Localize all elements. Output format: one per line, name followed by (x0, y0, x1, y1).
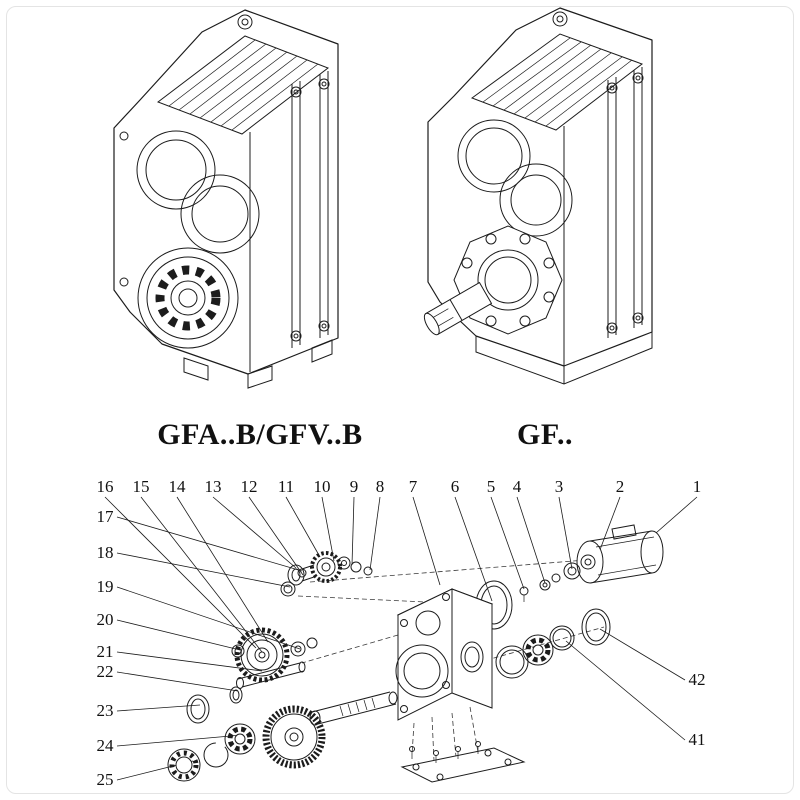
product-label-gf: GF.. (517, 418, 573, 451)
gearbox-drawing-gf (423, 7, 653, 385)
output-gear-part (262, 705, 326, 769)
output-rings-parts (495, 608, 611, 679)
exploded-view-drawing: 16 15 14 13 12 11 10 9 8 7 6 5 4 3 2 1 1… (97, 477, 706, 789)
side-rib-strips (119, 71, 330, 372)
part-number-24: 24 (97, 736, 115, 755)
part-number-9: 9 (350, 477, 359, 496)
part-number-12: 12 (241, 477, 258, 496)
splined-shaft-part (309, 691, 398, 726)
part-number-15: 15 (133, 477, 150, 496)
part-number-4: 4 (513, 477, 522, 496)
output-flange (453, 225, 563, 335)
leader-lines (104, 496, 698, 781)
part-number-18: 18 (97, 543, 114, 562)
part-number-11: 11 (278, 477, 294, 496)
seal-bearing-parts (167, 694, 256, 782)
cooling-fins (156, 35, 330, 135)
base-skirt (475, 332, 653, 385)
cover-plate-part (400, 741, 526, 783)
housing-part-drawing (395, 588, 494, 721)
part-number-19: 19 (97, 577, 114, 596)
part-number-7: 7 (409, 477, 418, 496)
part-number-5: 5 (487, 477, 496, 496)
part-number-14: 14 (169, 477, 187, 496)
output-bearing (137, 247, 239, 349)
mounting-feet (183, 339, 333, 389)
intermediate-gear-parts (229, 627, 318, 704)
part-number-42: 42 (689, 670, 706, 689)
part-number-1: 1 (693, 477, 702, 496)
motor-part-drawing (576, 524, 664, 584)
part-number-6: 6 (451, 477, 460, 496)
part-number-25: 25 (97, 770, 114, 789)
motor-fastener-parts (519, 562, 581, 602)
part-number-22: 22 (97, 662, 114, 681)
input-shaft-parts (280, 551, 373, 597)
side-rib-strips (563, 67, 644, 366)
gearbox-drawing-gfa (113, 9, 339, 389)
part-number-callouts: 16 15 14 13 12 11 10 9 8 7 6 5 4 3 2 1 1… (97, 477, 706, 789)
part-number-20: 20 (97, 610, 114, 629)
page-border (6, 6, 794, 794)
input-bores (136, 130, 260, 254)
part-number-3: 3 (555, 477, 564, 496)
product-label-gfa: GFA..B/GFV..B (157, 418, 363, 451)
output-shaft (423, 281, 493, 336)
eyebolt-hole (552, 11, 568, 27)
part-number-10: 10 (314, 477, 331, 496)
part-number-17: 17 (97, 507, 115, 526)
part-number-2: 2 (616, 477, 625, 496)
input-bores (457, 119, 573, 237)
eyebolt-hole (237, 14, 253, 30)
cooling-fins (470, 33, 644, 131)
part-number-23: 23 (97, 701, 114, 720)
part-number-13: 13 (205, 477, 222, 496)
part-number-16: 16 (97, 477, 114, 496)
part-number-8: 8 (376, 477, 385, 496)
part-number-21: 21 (97, 642, 114, 661)
part-number-41: 41 (689, 730, 706, 749)
